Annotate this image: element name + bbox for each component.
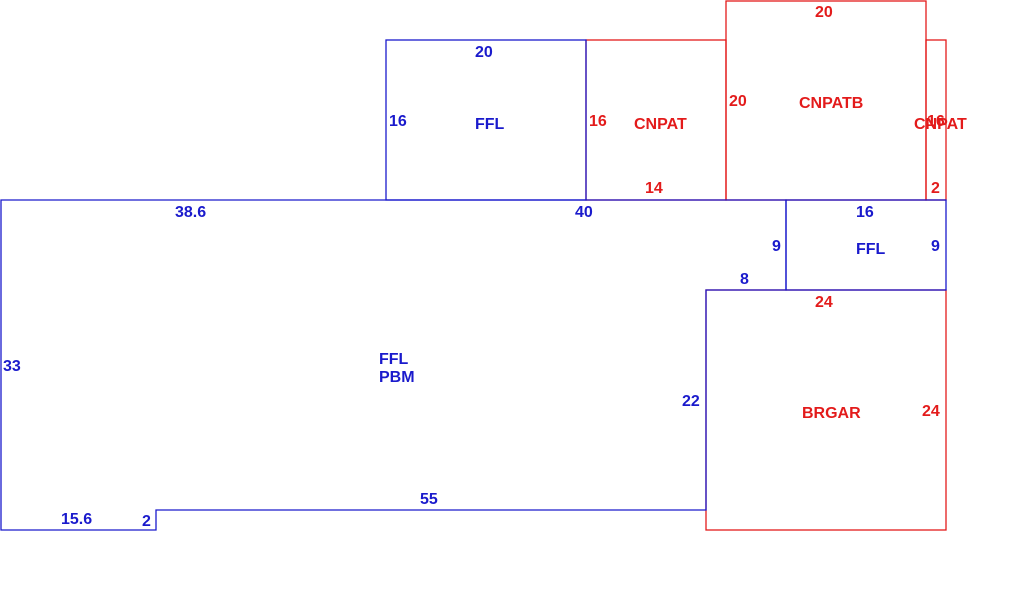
cnpat-1-label: CNPAT xyxy=(634,116,687,133)
brgar-label: BRGAR xyxy=(802,405,861,422)
ffl-right-label: FFL xyxy=(856,241,886,258)
main-area-dim-top-left: 38.6 xyxy=(175,204,206,221)
cnpatb-label: CNPATB xyxy=(799,95,863,112)
main-area-dim-left: 33 xyxy=(3,358,21,375)
cnpat-2-dim-right: 2 xyxy=(931,180,940,197)
ffl-upper-dim-top: 20 xyxy=(475,44,493,61)
main-area-dim-right-lower: 22 xyxy=(682,393,700,410)
ffl-upper-label: FFL xyxy=(475,116,505,133)
main-area-dim-notch: 2 xyxy=(142,513,151,530)
cnpatb-dim-top: 20 xyxy=(815,4,833,21)
main-area-dim-top-right: 40 xyxy=(575,204,593,221)
cnpatb-dim-left: 20 xyxy=(729,93,747,110)
ffl-right-dim-right: 9 xyxy=(931,238,940,255)
cnpat-2-label: CNPAT xyxy=(914,116,967,133)
brgar-dim-right: 24 xyxy=(922,403,940,420)
main-area-dim-step-top: 8 xyxy=(740,271,749,288)
cnpat-2-dim-left: 16 xyxy=(927,113,945,130)
main-area-dim-bottom: 55 xyxy=(420,491,438,508)
main-area-label-ffl: FFL xyxy=(379,351,409,368)
main-area-dim-bottom-left: 15.6 xyxy=(61,511,92,528)
ffl-upper-dim-left: 16 xyxy=(389,113,407,130)
main-area-outline xyxy=(0,199,787,531)
ffl-right-dim-top: 16 xyxy=(856,204,874,221)
brgar-dim-top: 24 xyxy=(815,294,833,311)
cnpat-1-dim-left: 16 xyxy=(589,113,607,130)
main-area-label-pbm: PBM xyxy=(379,369,415,386)
main-area-dim-right-upper: 9 xyxy=(772,238,781,255)
cnpat-1-dim-bottom: 14 xyxy=(645,180,663,197)
